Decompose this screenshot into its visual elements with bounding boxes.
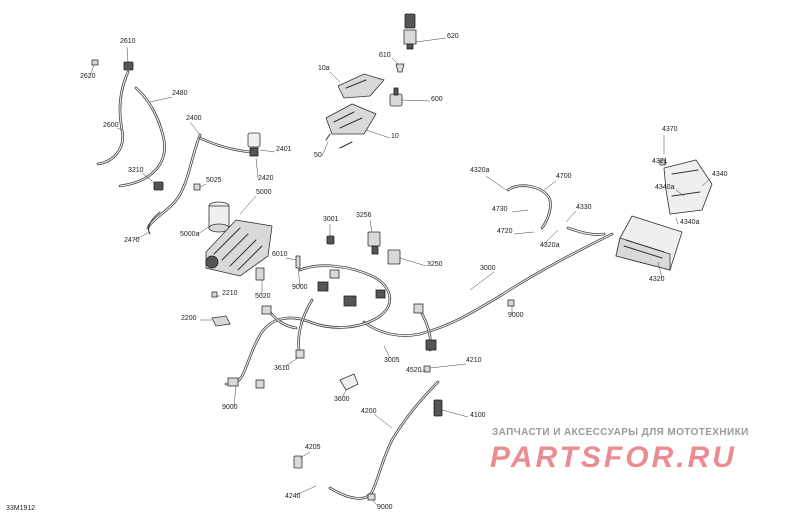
screw-50 <box>325 133 353 149</box>
fuse-box-3256 <box>367 231 381 255</box>
part-label-3000: 3000 <box>480 265 496 272</box>
part-label-10: 10 <box>391 133 399 140</box>
part-label-4370: 4370 <box>662 126 678 133</box>
bolt-5025 <box>193 183 201 191</box>
part-label-4320a: 4320a <box>540 242 560 249</box>
part-label-4720: 4720 <box>497 228 513 235</box>
part-label-4371: 4371 <box>652 158 668 165</box>
ecm-module-5000 <box>205 219 273 277</box>
part-label-2470: 2470 <box>124 237 140 244</box>
cable-4700 <box>506 184 552 230</box>
clip-610 <box>395 63 405 73</box>
part-label-2480: 2480 <box>172 90 188 97</box>
watermark-tagline: ЗАПЧАСТИ И АКСЕССУАРЫ ДЛЯ МОТОТЕХНИКИ <box>492 427 749 438</box>
cable-2480 <box>118 86 166 188</box>
part-label-5000a: 5000a <box>180 231 200 238</box>
part-label-50: 50 <box>314 152 322 159</box>
part-label-2620: 2620 <box>80 73 96 80</box>
connector-9000-left <box>227 377 265 389</box>
watermark-logo-text: PARTSFOR.RU <box>490 441 737 472</box>
key-600 <box>389 87 403 107</box>
harness-connectors <box>261 269 437 359</box>
part-label-2400: 2400 <box>186 115 202 122</box>
part-label-2600: 2600 <box>103 122 119 129</box>
part-label-9000: 9000 <box>377 504 393 511</box>
cover-3600 <box>339 373 359 391</box>
cable-2400 <box>146 133 252 230</box>
sensor-6010 <box>295 255 301 269</box>
sensor-4205 <box>293 455 303 469</box>
cable-2600 <box>96 70 130 166</box>
filter-5000a <box>208 201 230 233</box>
part-label-5020: 5020 <box>255 293 271 300</box>
clip-3001 <box>326 235 335 245</box>
leader-lines <box>89 37 712 507</box>
battery-4320 <box>615 215 683 271</box>
part-label-3001: 3001 <box>323 216 339 223</box>
part-label-9000: 9000 <box>292 284 308 291</box>
part-label-4340a: 4340a <box>680 219 700 226</box>
part-label-4340a: 4340a <box>655 184 675 191</box>
bolt-2620 <box>91 59 99 66</box>
cable-4200 <box>328 380 440 500</box>
part-label-4700: 4700 <box>556 173 572 180</box>
connector-2610 <box>123 61 134 71</box>
switch-620 <box>403 13 417 50</box>
connector-4520 <box>423 365 431 373</box>
part-number-labels: 2610 2620 2480 2600 2400 2401 2420 3210 5025 5000… <box>80 33 728 511</box>
part-label-4340: 4340 <box>712 171 728 178</box>
housing-10 <box>325 103 377 135</box>
part-label-4330: 4330 <box>576 204 592 211</box>
part-label-3256: 3256 <box>356 212 372 219</box>
part-label-620: 620 <box>447 33 459 40</box>
part-label-2420: 2420 <box>258 175 274 182</box>
part-label-4320a: 4320a <box>470 167 490 174</box>
part-label-4240: 4240 <box>285 493 301 500</box>
part-label-3610: 3610 <box>274 365 290 372</box>
part-label-6010: 6010 <box>272 251 288 258</box>
part-label-4730: 4730 <box>492 206 508 213</box>
part-label-2401: 2401 <box>276 146 292 153</box>
part-label-2610: 2610 <box>120 38 136 45</box>
watermark-logo: PARTSFOR.RU <box>490 441 737 472</box>
part-label-4205: 4205 <box>305 444 321 451</box>
part-label-3250: 3250 <box>427 261 443 268</box>
sensor-2200 <box>211 315 231 327</box>
bolt-2210 <box>211 291 218 298</box>
part-label-4210: 4210 <box>466 357 482 364</box>
connector-3210 <box>153 181 164 191</box>
diagram-code: 33M1912 <box>6 505 36 512</box>
cable-4330 <box>566 226 606 236</box>
connector-9000-upper <box>507 299 515 307</box>
part-label-5000: 5000 <box>256 189 272 196</box>
part-label-4100: 4100 <box>470 412 486 419</box>
part-label-3600: 3600 <box>334 396 350 403</box>
part-label-3005: 3005 <box>384 357 400 364</box>
part-label-9000: 9000 <box>222 404 238 411</box>
part-label-610: 610 <box>379 52 391 59</box>
relay-2401 <box>247 132 261 157</box>
part-label-4200: 4200 <box>361 408 377 415</box>
part-label-3210: 3210 <box>128 167 144 174</box>
connector-5020 <box>255 267 265 281</box>
connector-9000-bottom <box>367 493 376 501</box>
part-label-2210: 2210 <box>222 290 238 297</box>
sensor-4100 <box>433 399 443 417</box>
part-label-600: 600 <box>431 96 443 103</box>
housing-10a <box>337 73 385 99</box>
part-label-2200: 2200 <box>181 315 197 322</box>
part-label-9000: 9000 <box>508 312 524 319</box>
part-label-4520: 4520 <box>406 367 422 374</box>
part-label-4320: 4320 <box>649 276 665 283</box>
relay-3250 <box>387 249 401 265</box>
bracket-4340 <box>663 159 713 215</box>
part-label-5025: 5025 <box>206 177 222 184</box>
part-label-10a: 10a <box>318 65 330 72</box>
